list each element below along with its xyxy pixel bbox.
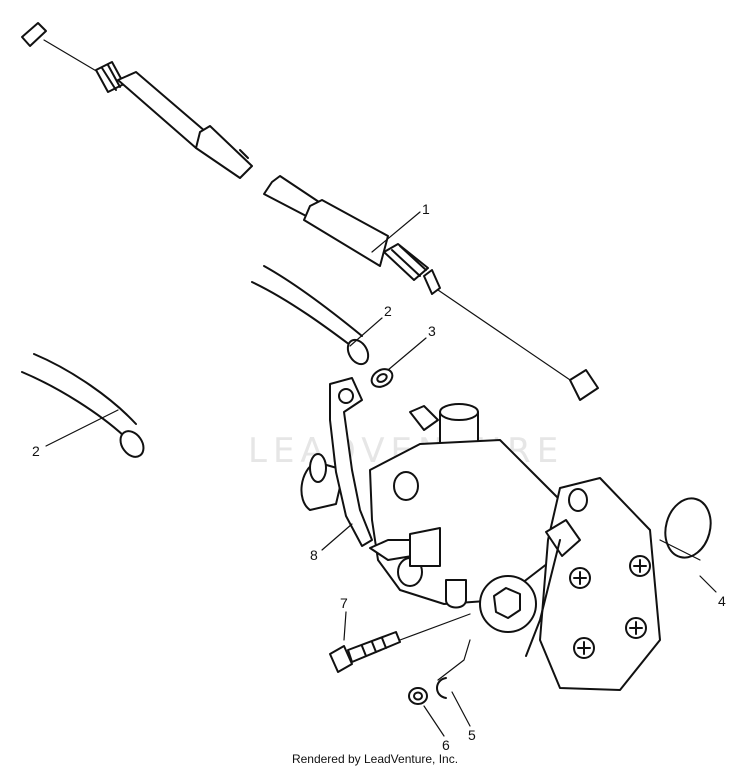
cable-end-barrel-top (21, 22, 47, 47)
callout-6: 6 (442, 737, 450, 753)
cable-sleeve-lower (303, 199, 389, 267)
circlip (436, 677, 447, 699)
leader-lines (45, 211, 717, 737)
hose-end-upper (346, 338, 370, 366)
callout-2-upper: 2 (384, 303, 392, 319)
cable-housing-top (195, 125, 253, 179)
throttle-cable (21, 22, 599, 401)
oil-hose-left (21, 353, 145, 458)
cable-inner-wire-lower (437, 289, 577, 385)
footer-credit: Rendered by LeadVenture, Inc. (291, 752, 459, 766)
callout-7: 7 (340, 595, 348, 611)
o-ring (664, 497, 712, 559)
callout-5: 5 (468, 727, 476, 743)
lever-cable-link (545, 519, 581, 557)
callout-1: 1 (422, 201, 430, 217)
callout-8: 8 (310, 547, 318, 563)
hose-clamp (370, 368, 394, 388)
washer (408, 687, 428, 705)
cable-ferrule (423, 269, 441, 295)
cable-inner-wire-top (43, 39, 99, 73)
oil-pump (300, 403, 661, 691)
pump-cover (539, 477, 661, 691)
cover-hole (568, 488, 588, 512)
pump-bottom-stub (445, 579, 467, 609)
mounting-bolt (329, 631, 401, 673)
cable-end-barrel-lower (569, 369, 599, 401)
cable-sleeve-top (117, 71, 207, 149)
pump-hex-nut (493, 587, 521, 619)
callout-4: 4 (718, 593, 726, 609)
pump-nipple-top (409, 405, 439, 431)
hose-end-left (119, 430, 145, 458)
bolt-head (329, 645, 353, 673)
control-lever (329, 377, 581, 657)
callout-2-left: 2 (32, 443, 40, 459)
pump-mount-hole-top (393, 471, 419, 501)
callout-3: 3 (428, 323, 436, 339)
oil-hose-upper (251, 265, 370, 366)
cover-screws (569, 555, 651, 659)
